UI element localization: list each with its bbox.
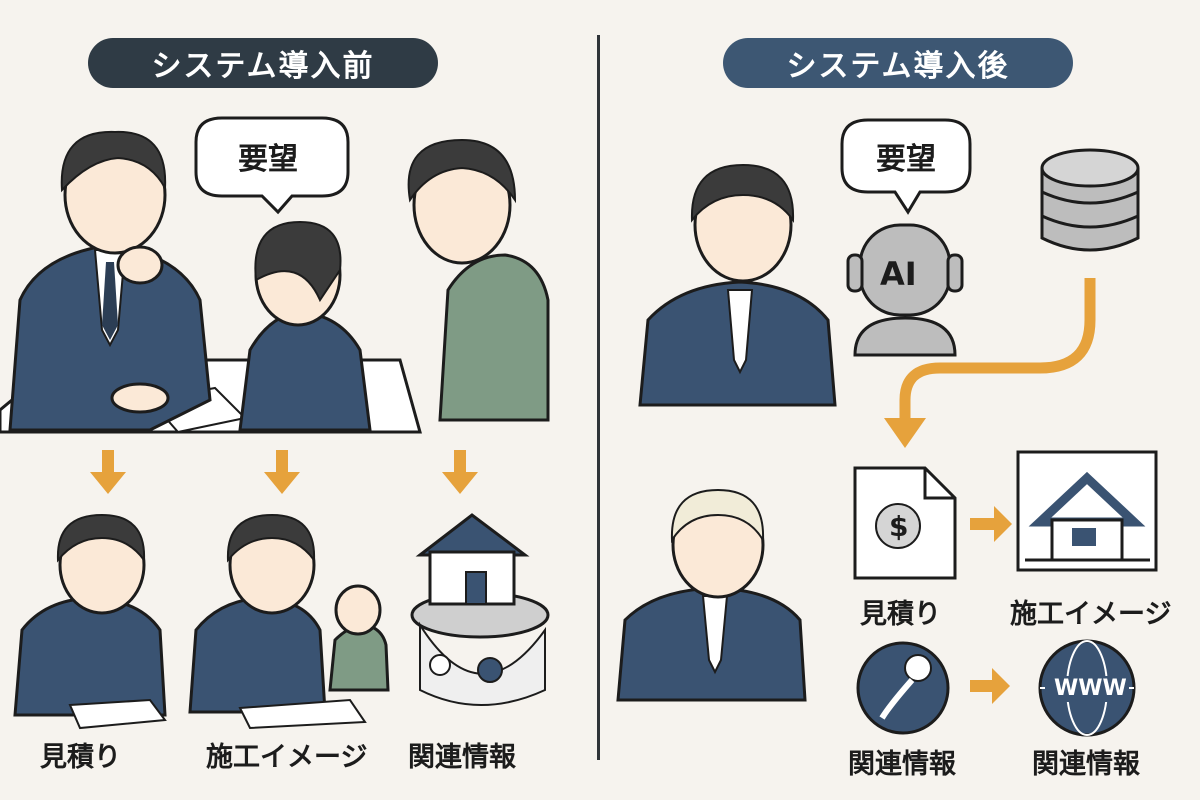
salesman-with-child <box>188 513 390 730</box>
after-title: システム導入後 <box>723 38 1073 88</box>
label-construction-before: 施工イメージ <box>206 742 368 773</box>
house-map-icon <box>410 513 550 706</box>
map-globe-icon <box>856 641 950 735</box>
label-related-after-2: 関連情報 <box>1032 749 1140 780</box>
customer-back <box>238 220 372 432</box>
arrow-right-2 <box>970 668 1010 704</box>
label-estimate-after: 見積り <box>860 599 941 630</box>
request-speech-bubble <box>194 116 350 215</box>
label-estimate-before: 見積り <box>40 742 121 773</box>
www-globe-icon <box>1038 639 1136 737</box>
request-bubble-text: 要望 <box>238 142 298 177</box>
estimate-document-icon <box>853 466 957 580</box>
construction-image-icon <box>1016 450 1158 572</box>
database-icon <box>1040 148 1140 252</box>
request-bubble-text-after: 要望 <box>876 142 936 177</box>
label-related-before: 関連情報 <box>408 742 516 773</box>
coworker-standing <box>407 138 550 422</box>
label-construction-after: 施工イメージ <box>1010 599 1172 630</box>
salesman-worried-estimate <box>13 513 167 730</box>
ai-label: AI <box>880 255 917 293</box>
arrow-right-1 <box>970 506 1012 542</box>
dollar-icon: $ <box>889 510 909 543</box>
salesman-calm <box>616 488 807 702</box>
ai-robot-icon <box>846 223 964 357</box>
request-speech-bubble-after <box>840 118 972 215</box>
center-divider <box>597 35 600 760</box>
salesman-thinking <box>8 130 212 432</box>
before-title: システム導入前 <box>88 38 438 88</box>
salesman-smiling <box>638 163 837 407</box>
label-related-after-1: 関連情報 <box>848 749 956 780</box>
flow-arrow-connector <box>899 278 1096 420</box>
flow-arrow-head <box>884 418 926 448</box>
www-label: WWW <box>1054 676 1127 701</box>
